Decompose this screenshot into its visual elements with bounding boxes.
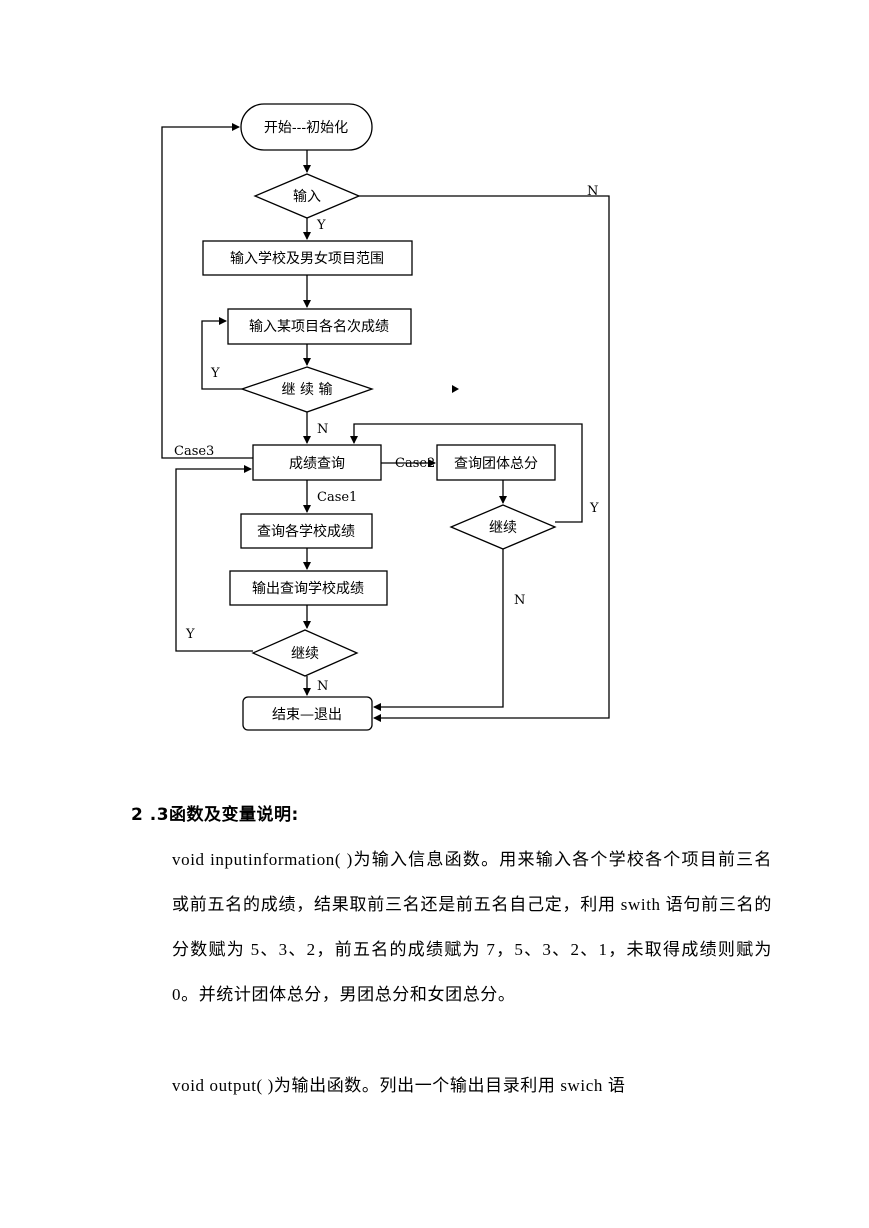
paragraph-input-function: void inputinformation( )为输入信息函数。用来输入各个学校… <box>172 850 772 1004</box>
label-n-input: N <box>587 184 598 199</box>
decision-continue-team-label: 继续 <box>489 519 517 536</box>
output-school-label: 输出查询学校成绩 <box>252 580 364 597</box>
output-school-box <box>229 570 388 606</box>
decision-continue-school <box>251 629 359 677</box>
query-team-label: 查询团体总分 <box>454 456 538 472</box>
flowchart: 开始---初始化 输入 输入学校及男女项目范围 输入某项目各名次成绩 继 续 输… <box>161 103 610 731</box>
label-n-team: N <box>514 593 525 608</box>
score-query-box <box>252 444 382 481</box>
score-query-label: 成绩查询 <box>289 456 345 472</box>
label-y-continue-input: Y <box>210 366 220 381</box>
input-range-box <box>202 240 413 276</box>
label-case1: Case1 <box>317 490 357 505</box>
label-n-school: N <box>317 679 328 694</box>
input-scores-box <box>227 308 412 345</box>
stray-arrow-icon <box>452 385 459 393</box>
end-terminal <box>242 696 373 731</box>
query-school-box <box>240 513 373 549</box>
label-y-school: Y <box>185 627 195 642</box>
input-scores-label: 输入某项目各名次成绩 <box>249 319 389 335</box>
decision-input-label: 输入 <box>293 189 321 205</box>
label-y-team: Y <box>589 501 599 516</box>
label-n-continue-input: N <box>317 422 328 437</box>
label-case2: Case2 <box>395 456 435 471</box>
decision-continue-school-label: 继续 <box>291 645 319 662</box>
start-label: 开始---初始化 <box>264 119 348 136</box>
end-label: 结束—退出 <box>272 707 342 723</box>
section-heading: 2 .3函数及变量说明: <box>131 805 299 825</box>
query-team-box <box>436 444 556 481</box>
paragraph-output-function: void output( )为输出函数。列出一个输出目录利用 swich 语 <box>172 1076 626 1095</box>
decision-continue-input-label: 继 续 输 <box>282 381 333 398</box>
input-range-label: 输入学校及男女项目范围 <box>230 250 384 267</box>
label-case3: Case3 <box>174 444 214 459</box>
label-y-input: Y <box>316 218 326 233</box>
query-school-label: 查询各学校成绩 <box>257 523 355 540</box>
